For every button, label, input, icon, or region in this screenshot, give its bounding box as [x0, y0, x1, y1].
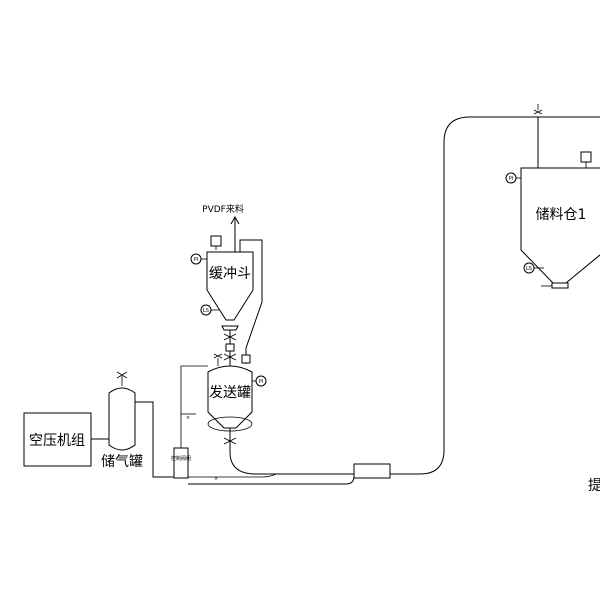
storage-silo-label: 储料仓1 [536, 207, 587, 223]
silo-pressure-tag: PI [509, 176, 514, 182]
silo-level-tag: LS [526, 266, 532, 272]
vent-line [239, 239, 263, 364]
air-compressor-unit: 空压机组 [23, 412, 92, 467]
storage-silo: 储料仓1 PI LS [505, 151, 600, 289]
sending-tank-label: 发送罐 [209, 385, 251, 401]
control-valve-group: 控制阀组 [171, 447, 191, 479]
feed-label: PVDF来料 [202, 203, 244, 215]
buffer-hopper: 缓冲斗 PI LS [190, 235, 254, 331]
edge-glyph: 提 [588, 478, 600, 494]
conveying-booster [353, 463, 391, 479]
buffer-level-tag: LS [203, 308, 209, 314]
air-tank-label: 储气罐 [101, 454, 143, 470]
conveying-line-riser [390, 116, 530, 475]
feed-inlet: PVDF来料 [202, 203, 244, 252]
buffer-hopper-label: 缓冲斗 [209, 266, 251, 282]
air-compressor-label: 空压机组 [29, 433, 85, 449]
control-valve-group-label: 控制阀组 [171, 455, 191, 462]
conveying-line-lower [229, 451, 354, 475]
air-line-bottom [188, 473, 277, 478]
air-line-top [180, 365, 208, 448]
valve-mark-2: × [214, 476, 218, 482]
buffer-pressure-tag: PI [194, 257, 199, 263]
sending-pressure-tag: PI [259, 379, 264, 385]
sending-tank: 发送罐 PI [207, 353, 267, 452]
valve-mark-1: × [186, 415, 190, 421]
tank-to-valve-line [135, 401, 175, 478]
air-storage-tank: 储气罐 [101, 371, 143, 470]
silo-inlet-valve [533, 109, 543, 115]
feed-valves [223, 330, 237, 366]
